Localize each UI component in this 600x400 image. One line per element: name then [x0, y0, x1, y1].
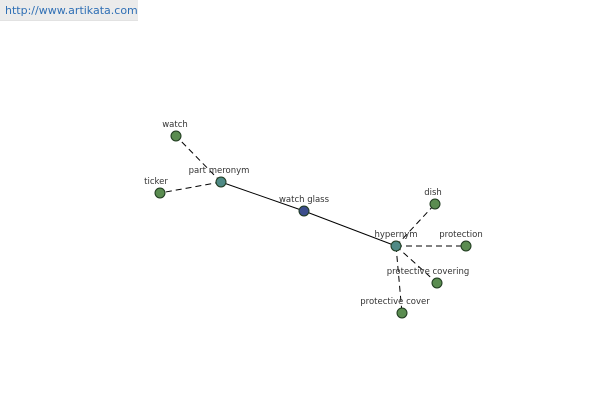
node-label-watch-glass: watch glass: [279, 195, 330, 205]
site-url-link[interactable]: http://www.artikata.com: [5, 4, 138, 17]
node-label-dish: dish: [424, 188, 442, 198]
edges-layer: [159, 135, 466, 314]
node-label-protective-covering: protective covering: [387, 267, 470, 277]
node-protection[interactable]: [460, 240, 472, 252]
edge-watch-glass-to-part-meronym: [220, 181, 305, 212]
edge-hypernym-to-protective-cover: [395, 245, 403, 314]
labels-layer: watch glass part meronym hypernym watch tick…: [144, 120, 483, 307]
edge-part-meronym-to-ticker: [159, 181, 222, 194]
node-protective-cover[interactable]: [396, 307, 408, 319]
node-watch[interactable]: [170, 130, 182, 142]
node-hypernym[interactable]: [390, 240, 402, 252]
url-bar: http://www.artikata.com: [0, 0, 138, 21]
nodes-layer: [154, 130, 472, 319]
node-label-ticker: ticker: [144, 177, 168, 187]
node-ticker[interactable]: [154, 187, 166, 199]
node-label-protection: protection: [439, 230, 482, 240]
node-protective-covering[interactable]: [431, 277, 443, 289]
edge-hypernym-to-protective-covering: [395, 245, 438, 284]
edge-watch-glass-to-hypernym: [303, 210, 397, 247]
node-part-meronym[interactable]: [215, 176, 227, 188]
node-label-hypernym: hypernym: [374, 230, 417, 240]
node-label-part-meronym: part meronym: [189, 166, 250, 176]
node-label-watch: watch: [162, 120, 188, 130]
node-label-protective-cover: protective cover: [360, 297, 430, 307]
node-dish[interactable]: [429, 198, 441, 210]
edge-part-meronym-to-watch: [175, 135, 222, 183]
node-watch-glass[interactable]: [298, 205, 310, 217]
